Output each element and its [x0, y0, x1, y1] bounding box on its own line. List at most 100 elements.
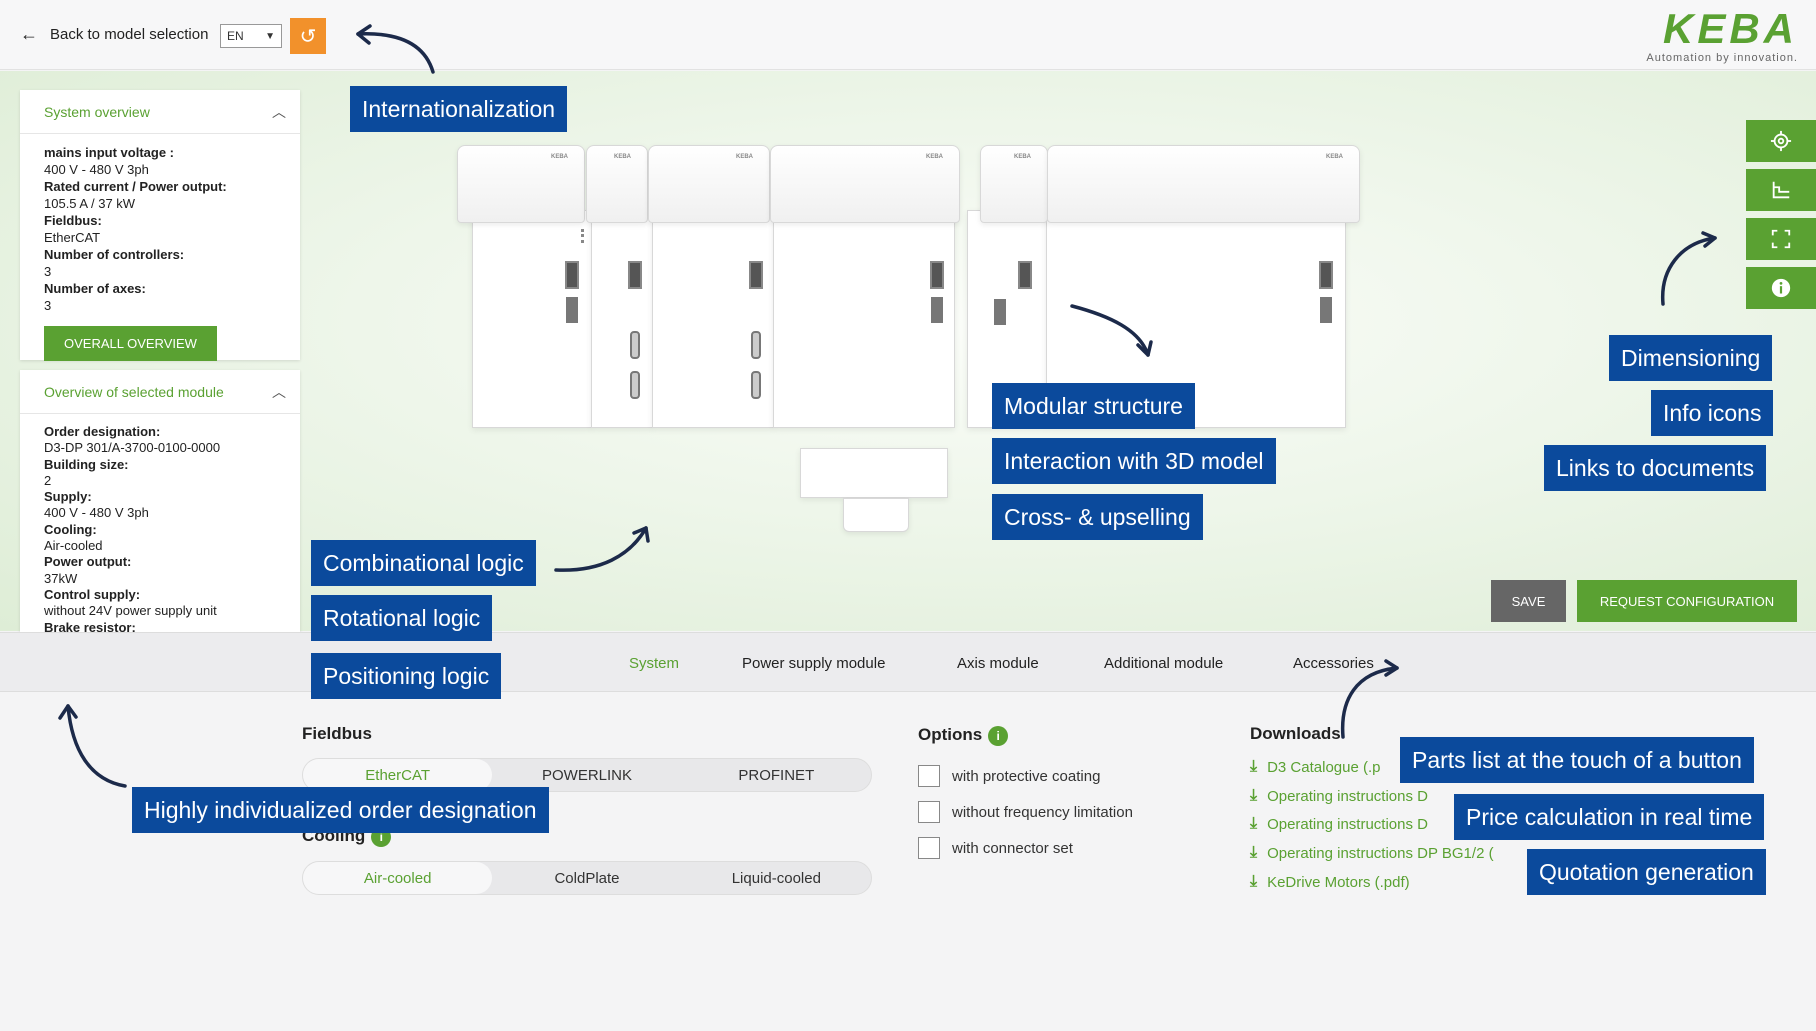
checkbox[interactable]	[918, 765, 940, 787]
annotation-quotation-generation: Quotation generation	[1527, 849, 1766, 895]
option-connector-set[interactable]: with connector set	[918, 837, 1073, 859]
field-value: 3	[44, 264, 52, 279]
info-button[interactable]	[1746, 267, 1816, 309]
option-no-frequency-limit[interactable]: without frequency limitation	[918, 801, 1133, 823]
order-designation-value: D3-DP 301/A-3700-0100-0000	[44, 440, 221, 456]
connector	[630, 331, 640, 359]
annotation-interaction-3d: Interaction with 3D model	[992, 438, 1276, 484]
module-cap: KEBA	[457, 145, 585, 223]
download-link[interactable]: ⤓Operating instructions D	[1250, 815, 1428, 833]
tab-axis-module[interactable]: Axis module	[957, 655, 1039, 672]
module-2[interactable]	[591, 210, 653, 428]
download-link[interactable]: ⤓Operating instructions D	[1250, 787, 1428, 805]
module-base	[843, 498, 909, 532]
field-label: mains input voltage :	[44, 145, 175, 160]
fieldbus-segmented-control: EtherCAT POWERLINK PROFINET	[302, 758, 872, 792]
port	[931, 297, 943, 323]
fieldbus-title: Fieldbus	[302, 724, 372, 743]
indicator-dots	[581, 229, 584, 243]
target-icon	[1770, 130, 1792, 152]
fullscreen-button[interactable]	[1746, 218, 1816, 260]
chevron-up-icon: ︿	[272, 383, 286, 400]
field-label: Brake resistor:	[44, 619, 136, 635]
checkbox[interactable]	[918, 837, 940, 859]
save-button[interactable]: SAVE	[1491, 580, 1566, 622]
selected-module-header[interactable]: Overview of selected module ︿	[20, 370, 300, 414]
field-label: Building size:	[44, 456, 129, 472]
field-value: EtherCAT	[44, 230, 101, 245]
annotation-combinational-logic: Combinational logic	[311, 540, 536, 586]
module-base	[800, 448, 948, 498]
port	[566, 297, 578, 323]
module-cap: KEBA	[648, 145, 770, 223]
fieldbus-option-profinet[interactable]: PROFINET	[738, 766, 815, 784]
field-label: Number of controllers:	[44, 247, 185, 262]
annotation-internationalization: Internationalization	[350, 86, 568, 132]
port	[1319, 261, 1333, 289]
download-link[interactable]: ⤓KeDrive Motors (.pdf)	[1250, 873, 1410, 891]
back-label: Back to model selection	[50, 25, 209, 43]
module-1[interactable]	[472, 210, 592, 428]
field-value: Air-cooled	[44, 538, 103, 554]
field-label: Order designation:	[44, 424, 161, 439]
arrow-left-icon: ←	[20, 24, 38, 44]
field-value: 37kW	[44, 570, 78, 586]
field-label: Control supply:	[44, 586, 141, 602]
field-label: Power output:	[44, 554, 132, 570]
request-configuration-button[interactable]: REQUEST CONFIGURATION	[1577, 580, 1797, 622]
connector	[751, 371, 761, 399]
field-value: 105.5 A / 37 kW	[44, 196, 136, 211]
chevron-up-icon: ︿	[272, 103, 286, 120]
tab-power-supply-module[interactable]: Power supply module	[742, 655, 886, 672]
reset-button[interactable]: ↺	[290, 18, 326, 54]
dimension-button[interactable]	[1746, 169, 1816, 211]
top-bar: ← Back to model selection EN ▼ ↺ KEBA Au…	[0, 0, 1816, 70]
connector	[630, 371, 640, 399]
module-cap: KEBA	[980, 145, 1048, 223]
module-4[interactable]	[773, 210, 955, 428]
overall-overview-button[interactable]: OVERALL OVERVIEW	[44, 326, 217, 361]
chevron-down-icon: ▼	[265, 30, 275, 42]
system-overview-panel: System overview ︿ mains input voltage : …	[20, 90, 300, 361]
module-cap: KEBA	[586, 145, 648, 223]
tab-accessories[interactable]: Accessories	[1293, 655, 1374, 672]
cooling-segmented-control: Air-cooled ColdPlate Liquid-cooled	[302, 861, 872, 895]
download-link[interactable]: ⤓Operating instructions DP BG1/2 (	[1250, 844, 1494, 862]
option-protective-coating[interactable]: with protective coating	[918, 765, 1100, 787]
port	[994, 299, 1006, 325]
selected-module-panel: Overview of selected module ︿ Order desi…	[20, 370, 300, 662]
field-value: without 24V power supply unit	[44, 603, 217, 619]
tab-system[interactable]: System	[629, 655, 680, 672]
annotation-info-icons: Info icons	[1651, 390, 1774, 436]
module-3[interactable]	[652, 210, 774, 428]
field-label: Number of axes:	[44, 281, 146, 296]
language-select[interactable]: EN ▼	[220, 24, 282, 48]
reset-icon: ↺	[299, 25, 317, 48]
cooling-option-liquid[interactable]: Liquid-cooled	[731, 869, 821, 887]
download-link[interactable]: ⤓D3 Catalogue (.p	[1250, 758, 1381, 776]
target-button[interactable]	[1746, 120, 1816, 162]
field-value: 2	[44, 472, 52, 488]
annotation-parts-list: Parts list at the touch of a button	[1400, 737, 1754, 783]
info-icon	[1771, 278, 1791, 298]
annotation-dimensioning: Dimensioning	[1609, 335, 1773, 381]
module-cap: KEBA	[770, 145, 960, 223]
module-cap: KEBA	[1047, 145, 1360, 223]
download-icon: ⤓	[1250, 844, 1258, 861]
field-label: Rated current / Power output:	[44, 179, 227, 194]
annotation-order-designation: Highly individualized order designation	[132, 787, 549, 833]
cooling-option-air[interactable]: Air-cooled	[303, 862, 493, 894]
port	[1320, 297, 1332, 323]
port	[930, 261, 944, 289]
checkbox[interactable]	[918, 801, 940, 823]
port	[1018, 261, 1032, 289]
tab-additional-module[interactable]: Additional module	[1104, 655, 1224, 672]
fieldbus-option-powerlink[interactable]: POWERLINK	[541, 766, 632, 784]
field-label: Fieldbus:	[44, 213, 102, 228]
fieldbus-option-ethercat[interactable]: EtherCAT	[303, 759, 493, 791]
system-overview-header[interactable]: System overview ︿	[20, 90, 300, 134]
info-icon[interactable]: i	[988, 725, 1009, 746]
back-link[interactable]: ← Back to model selection	[20, 25, 208, 43]
cooling-option-coldplate[interactable]: ColdPlate	[554, 869, 620, 887]
